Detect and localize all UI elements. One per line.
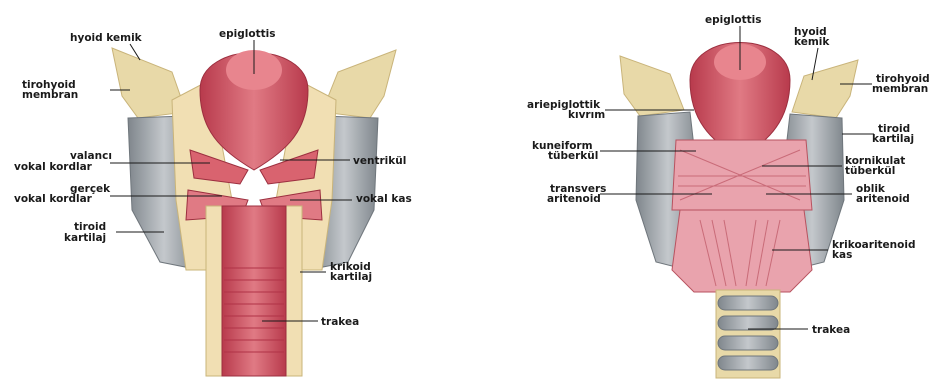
label-trakea-left: trakea bbox=[321, 316, 359, 328]
label-ariepiglottik-2: kıvrım bbox=[568, 109, 605, 121]
label-krikoid-2: kartilaj bbox=[330, 271, 372, 283]
right-view-hyoid-right bbox=[792, 60, 858, 118]
label-hyoid-2-right: kemik bbox=[794, 36, 830, 48]
label-vokal-kas: vokal kas bbox=[356, 193, 412, 205]
label-epiglottis-right: epiglottis bbox=[705, 14, 761, 26]
label-krikoaritenoid-2: kas bbox=[832, 249, 852, 261]
label-tiroid-2-right: kartilaj bbox=[872, 133, 914, 145]
label-hyoid-kemik: hyoid kemik bbox=[70, 32, 143, 44]
label-tirohyoid-2: membran bbox=[22, 89, 78, 101]
label-oblik-2: aritenoid bbox=[856, 193, 910, 205]
label-ventrikul: ventrikül bbox=[353, 155, 406, 167]
label-transvers-2: aritenoid bbox=[547, 193, 601, 205]
label-trakea-right: trakea bbox=[812, 324, 850, 336]
label-valanci-2: vokal kordlar bbox=[14, 161, 93, 173]
label-tirohyoid-2-right: membran bbox=[872, 83, 928, 95]
cricoarytenoid-muscle bbox=[672, 210, 812, 292]
label-epiglottis-left: epiglottis bbox=[219, 28, 275, 40]
right-view-hyoid-left bbox=[620, 56, 684, 116]
label-kuneiform-2: tüberkül bbox=[548, 150, 598, 162]
trachea-lumen-left bbox=[222, 206, 286, 376]
label-tiroid-2-left: kartilaj bbox=[64, 232, 106, 244]
label-kornikulat-2: tüberkül bbox=[845, 165, 895, 177]
label-gercek-2: vokal kordlar bbox=[14, 193, 93, 205]
